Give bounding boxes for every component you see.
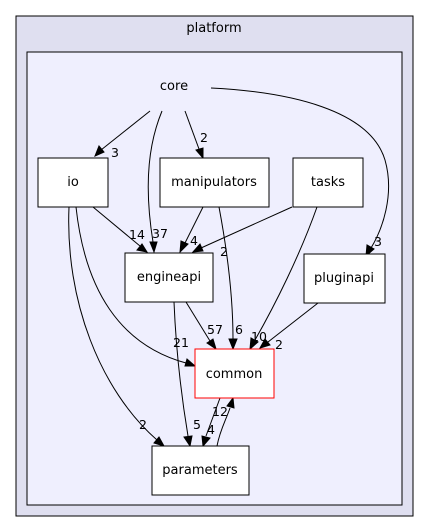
edge-pluginapi-common: 2 (258, 302, 319, 352)
edge-engineapi-common: 57 (185, 301, 223, 351)
node-engineapi[interactable]: engineapi (124, 252, 214, 303)
edge-label: 4 (190, 233, 198, 248)
edge-label: 2 (139, 417, 147, 432)
node-pluginapi-label: pluginapi (314, 271, 374, 286)
edge-label: 6 (235, 322, 243, 337)
edge-parameters-common: 12 (212, 396, 235, 447)
cluster-platform-label: platform (186, 21, 241, 36)
edge-label: 2 (220, 244, 228, 259)
edge-label: 3 (111, 145, 119, 160)
edge-io-engineapi: 14 (92, 206, 149, 253)
node-manipulators[interactable]: manipulators (159, 157, 270, 208)
edge-label: 37 (152, 226, 168, 241)
node-parameters-label: parameters (162, 463, 238, 478)
edge-common-parameters: 4 (201, 397, 221, 448)
edge-core-io: 3 (94, 110, 151, 160)
node-engineapi-label: engineapi (137, 270, 201, 285)
edge-manipulators-engineapi: 4 (179, 206, 204, 254)
edge-label: 12 (212, 404, 228, 419)
node-io-label: io (67, 175, 79, 190)
node-io[interactable]: io (37, 157, 109, 208)
edge-label: 3 (374, 234, 382, 249)
node-common-label: common (206, 367, 263, 382)
edge-label: 2 (200, 130, 208, 145)
edge-io-parameters: 2 (68, 206, 166, 447)
edge-tasks-common: 10 (249, 206, 318, 351)
node-parameters[interactable]: parameters (151, 445, 250, 496)
edge-tasks-engineapi: 2 (191, 206, 293, 259)
edge-core-manipulators: 2 (184, 110, 208, 160)
edge-label: 57 (207, 322, 223, 337)
node-tasks[interactable]: tasks (292, 157, 364, 208)
edge-engineapi-parameters: 5 (173, 301, 201, 448)
node-common[interactable]: common (194, 348, 275, 399)
edge-label: 10 (251, 329, 267, 344)
node-pluginapi[interactable]: pluginapi (303, 253, 386, 304)
edge-core-engineapi: 37 (147, 110, 168, 254)
edge-manipulators-common: 6 (218, 206, 243, 351)
node-manipulators-label: manipulators (171, 175, 257, 190)
edge-label: 5 (193, 417, 201, 432)
edge-label: 14 (129, 227, 145, 242)
node-tasks-label: tasks (311, 175, 345, 190)
edge-label: 2 (275, 337, 283, 352)
edge-label: 21 (173, 335, 189, 350)
edge-core-pluginapi: 3 (210, 87, 389, 258)
cluster-core-label[interactable]: core (160, 79, 188, 94)
edge-label: 4 (207, 422, 215, 437)
